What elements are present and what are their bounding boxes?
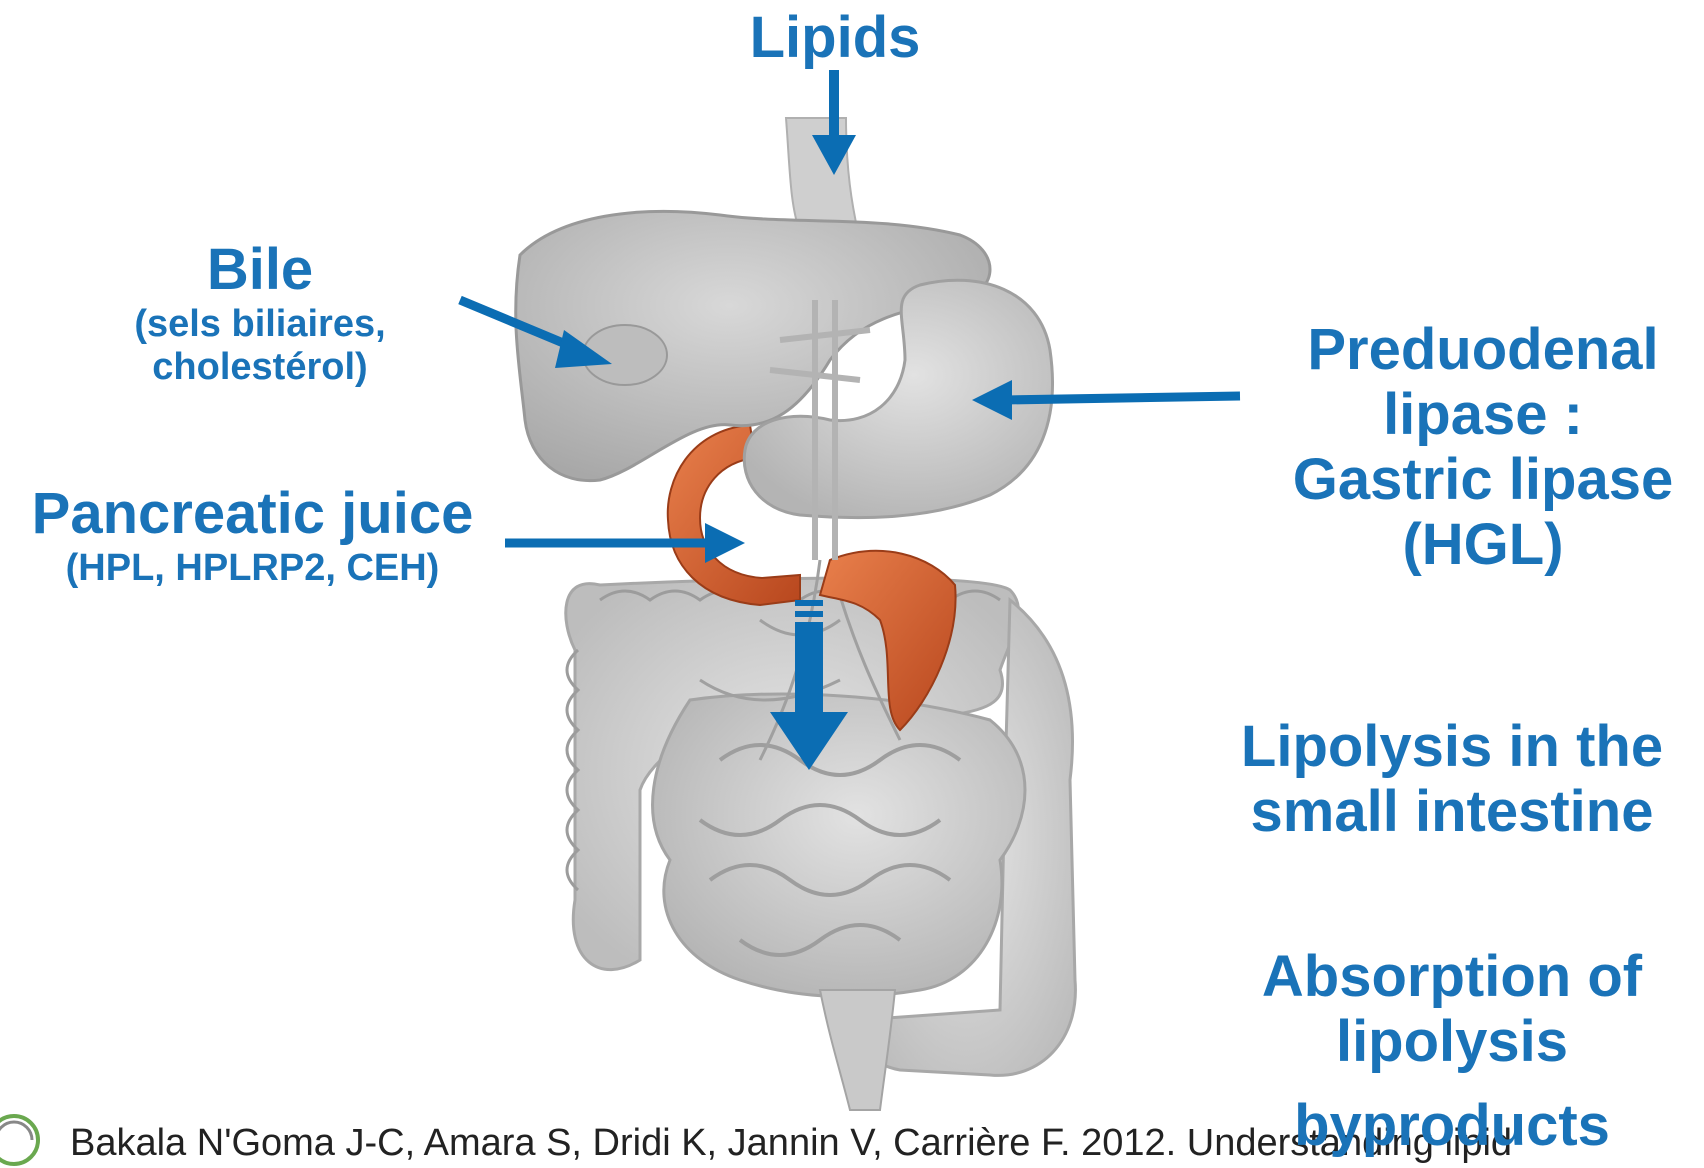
lipolysis-label-group: Lipolysis in the small intestine <box>1200 715 1704 845</box>
absorption-label-group: Absorption of lipolysis <box>1200 945 1704 1075</box>
bile-title: Bile <box>60 238 460 303</box>
absorption-line2: lipolysis <box>1200 1010 1704 1075</box>
lipolysis-line1: Lipolysis in the <box>1200 715 1704 780</box>
preduodenal-line4: (HGL) <box>1262 513 1704 578</box>
pancreatic-juice-arrow <box>505 523 745 563</box>
logo-icon <box>0 1112 42 1168</box>
absorption-line1: Absorption of <box>1200 945 1704 1010</box>
preduodenal-line1: Preduodenal <box>1262 318 1704 383</box>
lipolysis-line2: small intestine <box>1200 780 1704 845</box>
pancreatic-label-group: Pancreatic juice (HPL, HPLRP2, CEH) <box>0 482 505 590</box>
lipids-label: Lipids <box>720 6 950 71</box>
bile-subtitle-line2: cholestérol) <box>60 346 460 389</box>
small-intestine-shape <box>653 694 1025 997</box>
pancreatic-subtitle: (HPL, HPLRP2, CEH) <box>0 547 505 590</box>
rectum-shape <box>820 990 895 1110</box>
preduodenal-line2: lipase : <box>1262 383 1704 448</box>
bile-subtitle-line1: (sels biliaires, <box>60 303 460 346</box>
pancreatic-title: Pancreatic juice <box>0 482 505 547</box>
absorption-line3: byproducts <box>1200 1094 1704 1159</box>
preduodenal-label-group: Preduodenal lipase : Gastric lipase (HGL… <box>1262 318 1704 578</box>
bile-label-group: Bile (sels biliaires, cholestérol) <box>60 238 460 388</box>
preduodenal-line3: Gastric lipase <box>1262 448 1704 513</box>
